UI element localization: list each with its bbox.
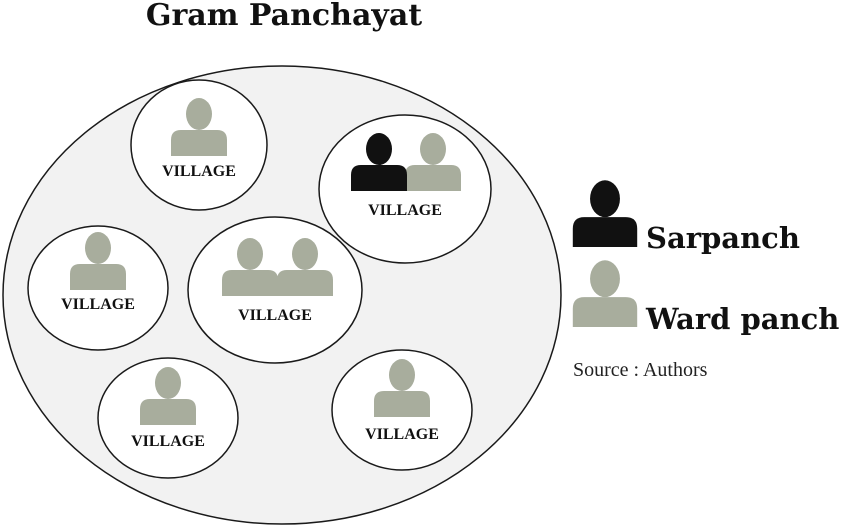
- village-2: VILLAGE: [318, 114, 492, 264]
- village-label: VILLAGE: [368, 202, 442, 219]
- village-label: VILLAGE: [131, 433, 205, 450]
- legend-sarpanch-icon: [572, 180, 638, 247]
- village-label: VILLAGE: [162, 163, 236, 180]
- village-5: VILLAGE: [97, 357, 239, 479]
- village-label: VILLAGE: [238, 307, 312, 324]
- village-1: VILLAGE: [130, 79, 268, 211]
- village-label: VILLAGE: [365, 426, 439, 443]
- diagram-title: Gram Panchayat: [146, 0, 422, 33]
- legend-ward-panch-icon: [572, 260, 638, 327]
- legend-sarpanch-label: Sarpanch: [646, 221, 800, 255]
- village-label: VILLAGE: [61, 296, 135, 313]
- legend: Sarpanch Ward panch: [572, 180, 839, 336]
- village-4: VILLAGE: [187, 216, 363, 364]
- legend-ward-panch-label: Ward panch: [645, 302, 839, 336]
- village-3: VILLAGE: [27, 225, 169, 351]
- source-note: Source : Authors: [573, 359, 708, 381]
- village-6: VILLAGE: [331, 349, 473, 471]
